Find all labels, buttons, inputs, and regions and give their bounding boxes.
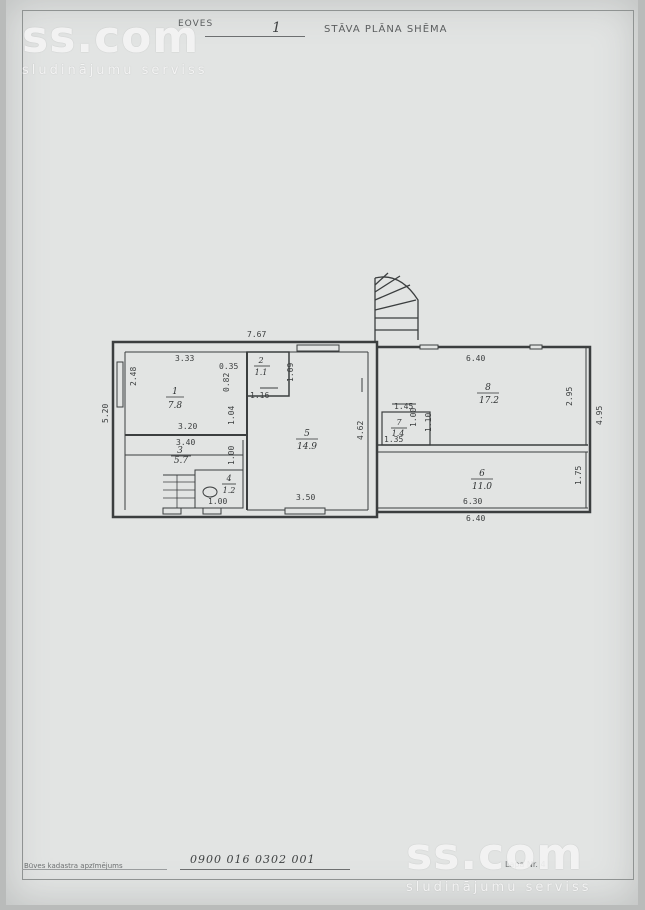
watermark-bottom-tagline: sludinājumu serviss	[406, 880, 592, 895]
watermark-bottom-logo: ss.com	[406, 829, 584, 880]
room-4-number: 4	[225, 474, 231, 483]
page-label: Lapa Nr. 4	[505, 860, 546, 869]
plan-details	[361, 378, 416, 405]
floor-number: 1	[272, 20, 282, 36]
watermark-top-tagline: sludinājumu serviss	[22, 63, 208, 78]
dim-room5-bottom: 3.50	[296, 493, 315, 502]
room-8-area: 17.2	[479, 396, 499, 406]
plan-windows	[116, 344, 543, 515]
dim-room2-small: 1.04	[227, 406, 236, 425]
dim-room1-height: 2.48	[129, 367, 138, 386]
dim-room6-width: 6.30	[463, 497, 482, 506]
room-7-area: 1.4	[392, 429, 405, 438]
dim-room3-width: 3.40	[176, 438, 195, 447]
dim-room8-width: 6.40	[466, 354, 485, 363]
dim-top-width: 7.67	[247, 330, 266, 339]
cadastre-number: 0900 016 0302 001	[190, 853, 316, 866]
dim-room4-width: 1.00	[208, 497, 227, 506]
room-4-area: 1.2	[223, 486, 236, 495]
room-8-number: 8	[485, 383, 491, 393]
dim-room2-wall: 0.82	[222, 373, 231, 392]
dim-bottom-width: 6.40	[466, 514, 485, 523]
plan-walls	[111, 340, 592, 519]
dim-room3-height: 1.00	[227, 446, 236, 465]
watermark-top-logo: ss.com	[22, 12, 200, 63]
floor-number-line	[205, 36, 305, 37]
dim-room2-inner: 1.16	[250, 391, 269, 400]
dim-room8-height: 2.95	[565, 387, 574, 406]
dim-room1-bottom: 3.20	[178, 422, 197, 431]
dim-room1-width: 3.33	[175, 354, 194, 363]
dim-room7-bottom: 1.35	[384, 435, 403, 444]
room-1-number: 1	[172, 387, 178, 397]
plan-rooms: 1 7.8 2 1.1 3 5.7 4 1.2 5 14.9 6 11.0 7 …	[166, 356, 499, 495]
room-6-number: 6	[479, 469, 485, 479]
room-7-number: 7	[396, 418, 402, 427]
dim-room2-offset: 0.35	[219, 362, 238, 371]
room-5-number: 5	[304, 429, 310, 439]
drawing-frame	[22, 10, 634, 880]
room-5-area: 14.9	[297, 442, 317, 452]
dim-right-height: 4.95	[595, 406, 604, 425]
cadastre-label-line	[22, 869, 167, 870]
room-3-area: 5.7	[174, 456, 189, 466]
room-2-number: 2	[257, 356, 263, 365]
dim-room7-top: 1.45	[394, 402, 413, 411]
dim-room5-height: 4.62	[356, 421, 365, 440]
dim-room6-height: 1.75	[574, 466, 583, 485]
plan-dimensions: 7.67 5.20 3.33 2.48 3.20 0.35 0.82 1.09 …	[101, 330, 604, 523]
cadastre-number-line	[180, 869, 350, 870]
cadastre-label: Būves kadastra apzīmējums	[24, 862, 123, 870]
floor-label: EOVES	[178, 19, 214, 29]
dim-left-height: 5.20	[101, 404, 110, 423]
room-3-number: 3	[177, 446, 183, 456]
room-1-area: 7.8	[168, 401, 183, 411]
room-2-area: 1.1	[255, 368, 268, 377]
plan-title: STĀVA PLĀNA SHĒMA	[324, 24, 448, 35]
spiral-stair	[374, 272, 419, 342]
dim-room7-side: 1.10	[424, 413, 433, 432]
dim-room7-height: 1.00	[409, 408, 418, 427]
dim-room2-height: 1.09	[286, 363, 295, 382]
room-6-area: 11.0	[472, 482, 492, 492]
